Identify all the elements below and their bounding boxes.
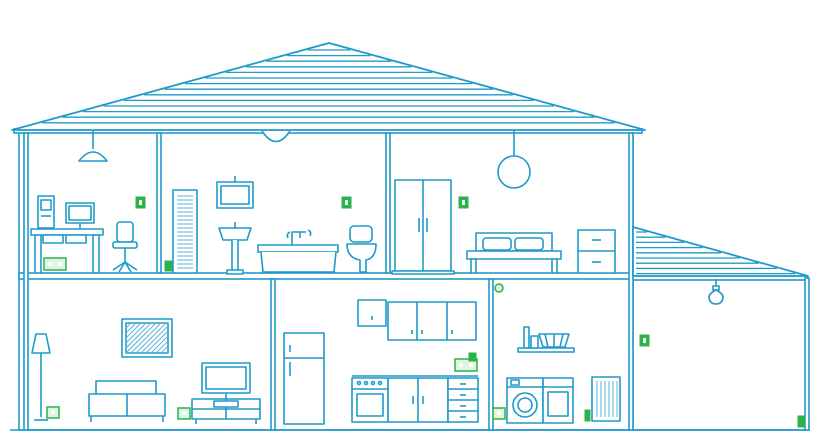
room-office — [30, 131, 173, 274]
tv-stand-icon — [191, 398, 261, 424]
room-bathroom — [172, 130, 377, 275]
oven-icon — [351, 377, 389, 423]
kitchen-cabinets-icon — [352, 375, 479, 423]
smart-plug-icon — [164, 260, 173, 272]
room-bedroom — [391, 131, 616, 275]
power-socket-icon — [492, 407, 506, 420]
bed-icon — [466, 232, 562, 274]
room-laundry — [506, 326, 621, 424]
smart-plug-icon — [494, 283, 504, 293]
ceiling-lamp-icon — [78, 131, 108, 162]
power-socket-icon — [43, 257, 67, 271]
power-socket-icon — [177, 407, 191, 420]
tv-icon — [201, 362, 251, 399]
power-socket-icon — [454, 352, 478, 372]
smart-switch-icon — [639, 334, 650, 347]
fridge-icon — [283, 332, 325, 425]
sofa-icon — [88, 380, 166, 422]
power-socket-icon — [46, 406, 60, 419]
smart-switch-icon — [341, 196, 352, 209]
mirror-icon — [216, 176, 254, 209]
floor-lamp-icon — [31, 333, 51, 421]
painting-icon — [121, 318, 173, 358]
radiator-icon — [172, 189, 198, 274]
nightstand-icon — [577, 229, 616, 274]
basket-icon — [538, 333, 570, 348]
wardrobe-icon — [391, 179, 455, 275]
bathtub-icon — [257, 229, 339, 273]
shelf-icon — [517, 326, 575, 353]
ceiling-lamp-icon — [261, 130, 291, 143]
pendant-lamp-icon — [497, 131, 531, 189]
desk-icon — [30, 228, 104, 274]
smart-plug-icon — [584, 409, 591, 422]
room-garage — [639, 279, 806, 428]
garage-roof-icon — [632, 226, 809, 277]
office-chair-icon — [112, 221, 138, 273]
computer-icon — [37, 195, 55, 229]
room-living — [31, 318, 261, 424]
smart-switch-icon — [458, 196, 469, 209]
lightbulb-icon — [708, 279, 724, 305]
smart-switch-icon — [135, 196, 146, 209]
roof-icon — [11, 42, 646, 131]
wall-cabinets-icon — [357, 299, 477, 341]
sink-icon — [218, 222, 252, 275]
dryer-icon — [542, 377, 574, 424]
smart-plug-icon — [797, 415, 806, 428]
radiator-icon — [591, 376, 621, 422]
room-kitchen — [283, 283, 506, 425]
monitor-icon — [65, 202, 95, 229]
washing-machine-icon — [506, 377, 544, 424]
toilet-icon — [346, 225, 377, 273]
